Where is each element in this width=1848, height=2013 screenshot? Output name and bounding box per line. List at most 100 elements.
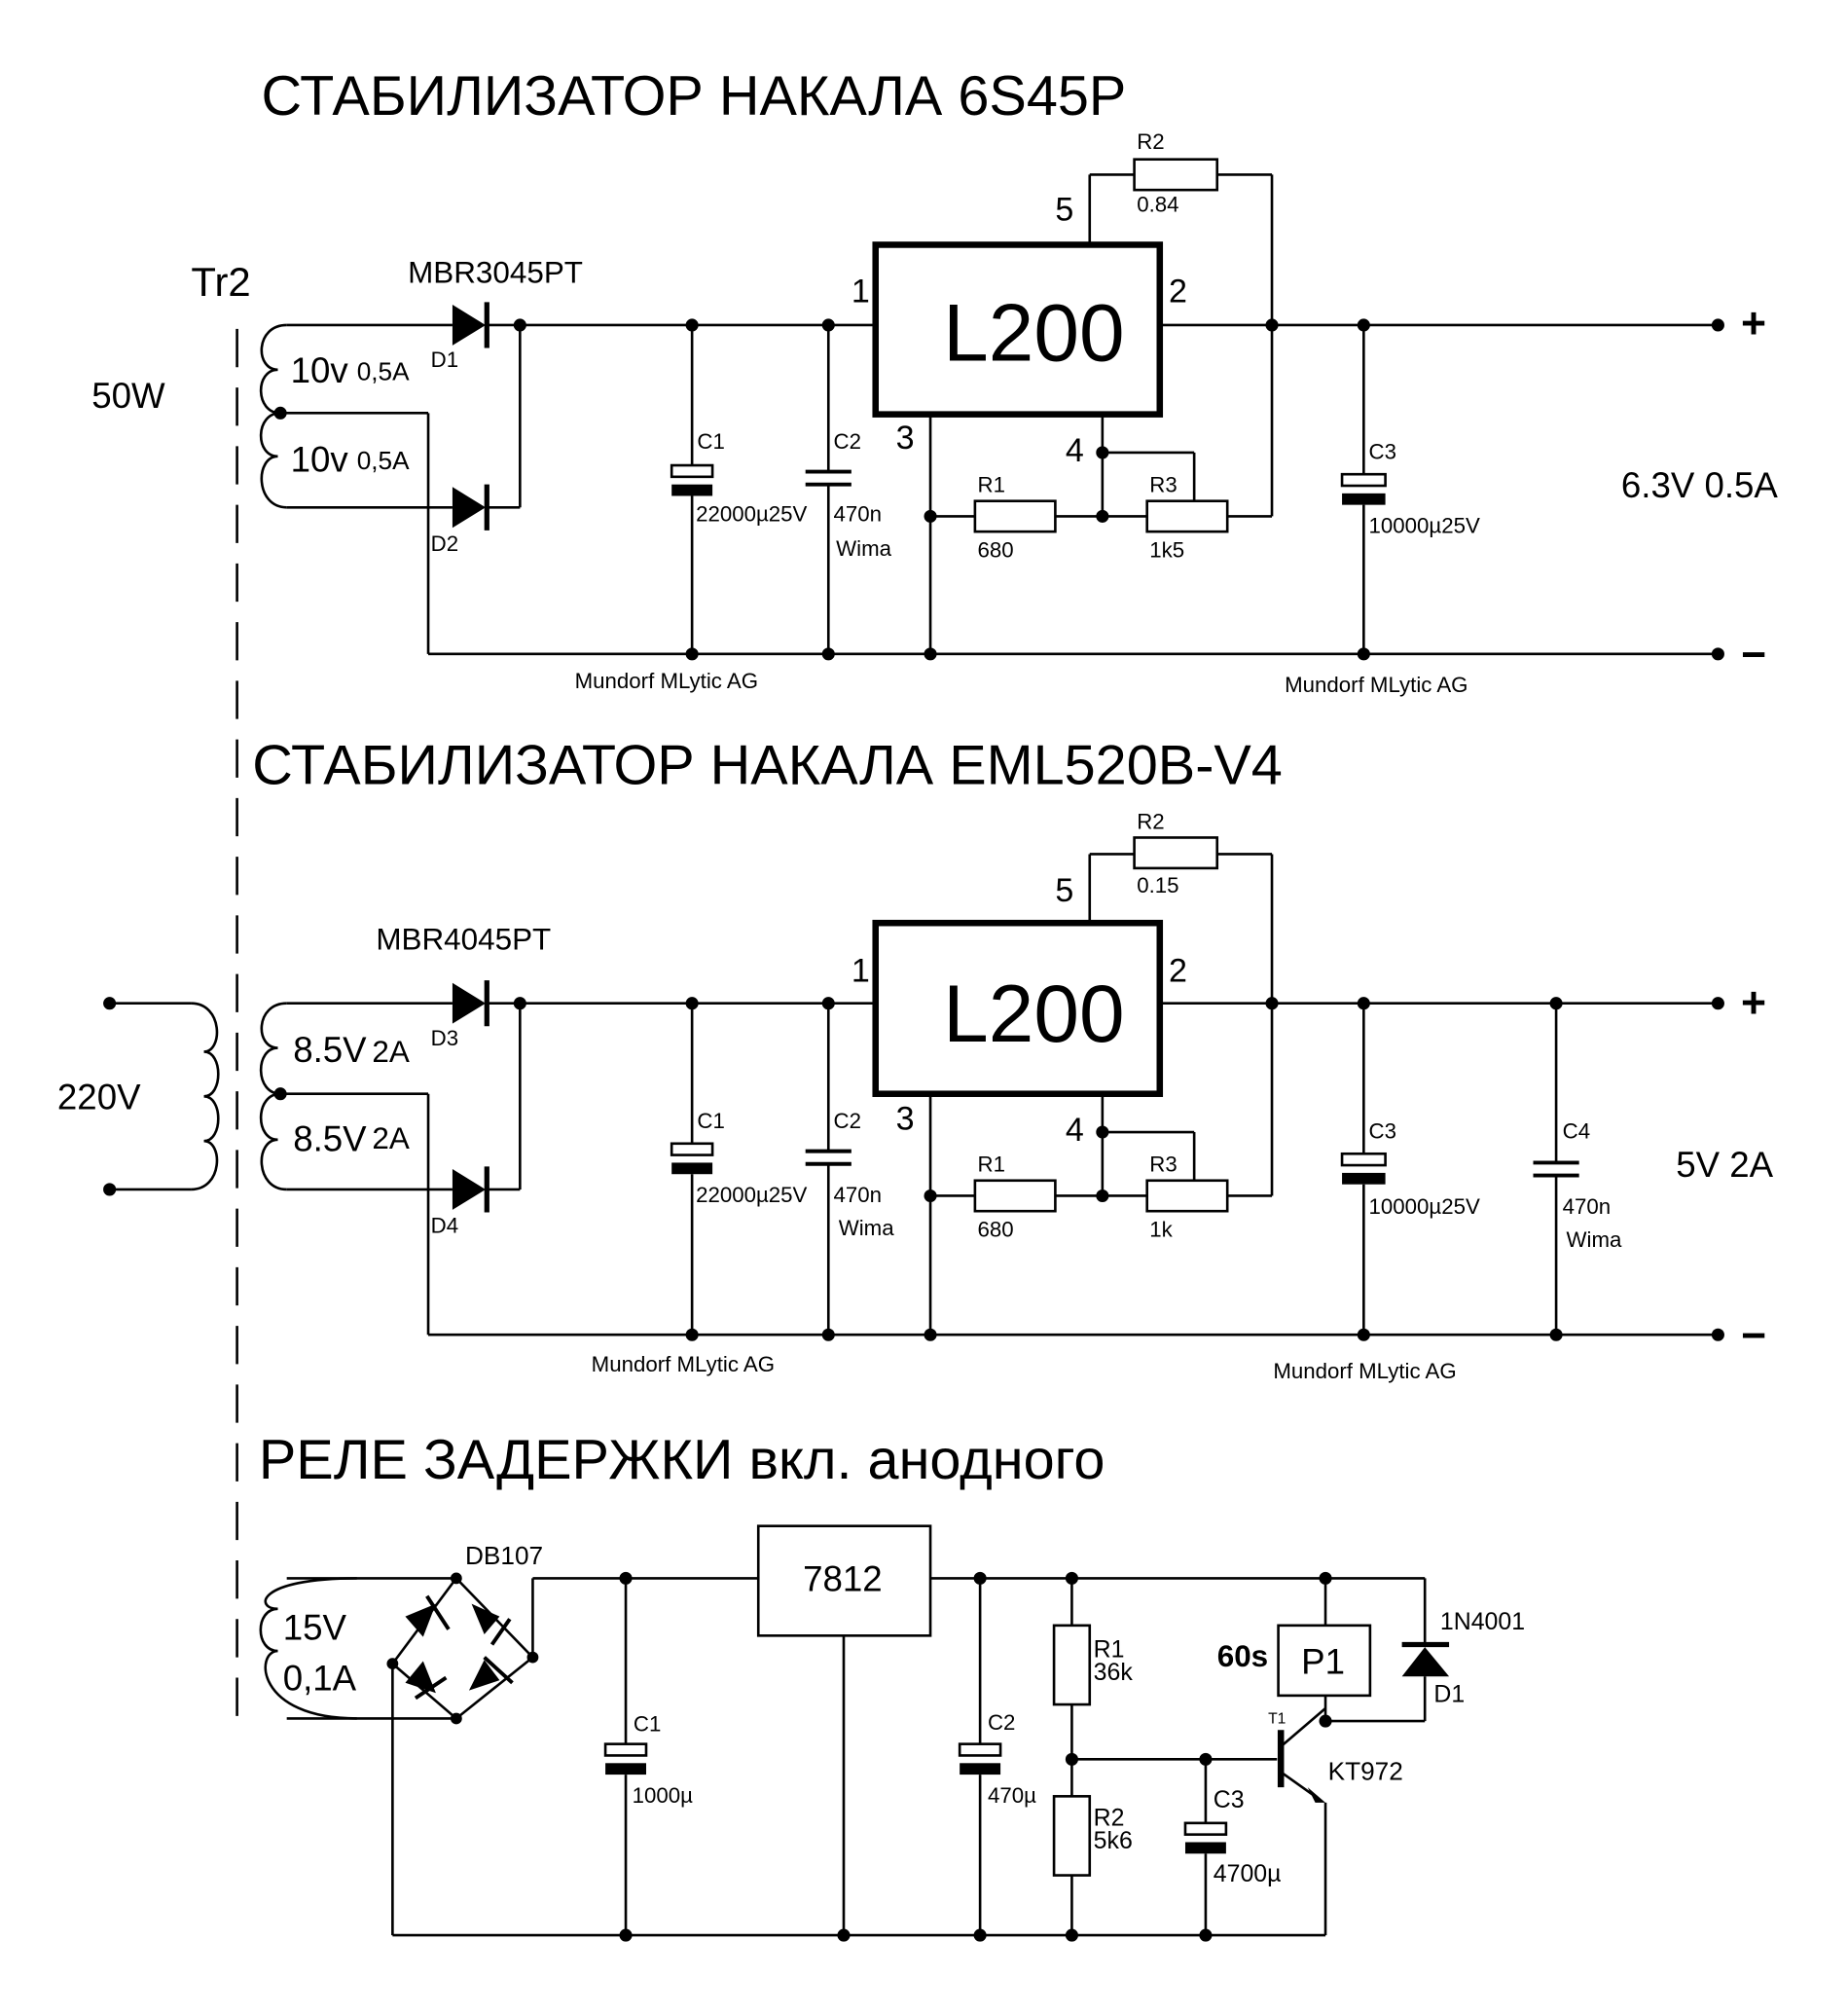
c1-ref: C1 [634,1712,661,1737]
section-3: РЕЛЕ ЗАДЕРЖКИ вкл. анодного 15V 0,1A DB1… [259,1429,1525,1942]
mains-label: 220V [57,1077,141,1116]
junction-dots [386,1571,1332,1942]
pin-4: 4 [1066,432,1084,469]
power-label: 50W [91,376,165,416]
winding-bottom-voltage: 8.5V [293,1119,367,1159]
output-rating: 5V 2A [1676,1145,1773,1185]
l200-label: L200 [943,968,1124,1059]
d1-part: 1N4001 [1440,1608,1525,1635]
d2-label: D2 [431,531,458,556]
junction-dots [103,997,1724,1341]
r2-ref: R2 [1137,809,1164,833]
r1-ref: R1 [978,1153,1005,1177]
r3-ref: R3 [1149,473,1177,497]
r2-value: 5k6 [1094,1827,1133,1854]
d3-label: D3 [431,1026,458,1050]
diode-d3-icon [453,980,487,1026]
relay-ref: P1 [1301,1642,1345,1682]
winding-top-voltage: 10v [291,350,349,390]
pin-3: 3 [896,420,915,457]
section-1-title: СТАБИЛИЗАТОР НАКАЛА 6S45P [261,65,1126,128]
c2-ref: C2 [834,1109,861,1133]
c4-ref: C4 [1563,1119,1590,1144]
c2-ref: C2 [988,1710,1015,1735]
bridge-rectifier-outline [390,1576,535,1721]
transformer-label: Tr2 [191,259,250,305]
primary-coil-icon [191,1002,220,1191]
winding-top-voltage: 8.5V [293,1030,367,1070]
c1-ref: C1 [697,1109,724,1133]
r3-value: 1k5 [1149,537,1184,562]
winding-voltage: 15V [283,1607,347,1647]
relay-delay: 60s [1217,1639,1268,1673]
c1-value: 1000µ [633,1783,693,1808]
note-right: Mundorf MLytic AG [1273,1359,1456,1383]
diode-d2-icon [453,485,487,531]
relay-p1 [1277,1624,1372,1698]
note-left: Mundorf MLytic AG [575,669,758,693]
diode-part-label: MBR3045PT [408,256,583,290]
pin-4: 4 [1066,1112,1084,1149]
c3-ref: C3 [1214,1786,1245,1813]
junction-dots [273,318,1724,661]
l200-label: L200 [943,287,1124,379]
c3-ref: C3 [1369,439,1396,463]
r1-value: 36k [1094,1659,1134,1686]
output-minus: − [1741,632,1766,679]
winding-bottom-current: 2A [372,1121,409,1155]
c4-brand: Wima [1567,1227,1622,1252]
r2-ref: R2 [1137,129,1164,154]
l200-regulator [872,919,1164,1097]
r3-value: 1k [1149,1217,1173,1241]
c2-value: 470n [834,502,882,527]
section-2: СТАБИЛИЗАТОР НАКАЛА EML520B-V4 220V MBR4… [57,734,1774,1382]
diode-d4-icon [453,1166,487,1212]
c2-value: 470µ [988,1783,1036,1808]
pin-2: 2 [1169,952,1187,989]
r2-ref: R2 [1094,1804,1125,1831]
winding-top-current: 2A [372,1035,409,1069]
r1-ref: R1 [1094,1636,1125,1664]
pin-5: 5 [1055,192,1073,229]
note-left: Mundorf MLytic AG [592,1352,775,1376]
c1-value: 22000µ25V [696,502,807,527]
regulator-label: 7812 [803,1558,883,1598]
r2-value: 0.15 [1137,873,1178,897]
winding-top-current: 0,5A [357,356,410,385]
pin-3: 3 [896,1100,915,1137]
c2-value: 470n [834,1183,882,1207]
c3-value: 10000µ25V [1369,1194,1480,1219]
r1-ref: R1 [978,473,1005,497]
note-right: Mundorf MLytic AG [1285,673,1468,697]
7812-regulator [756,1524,932,1637]
l200-regulator [872,241,1164,418]
winding-bottom-voltage: 10v [291,440,349,480]
pin-2: 2 [1169,273,1187,310]
output-minus: − [1741,1312,1766,1360]
t1-part: KT972 [1328,1756,1403,1785]
c3-value: 10000µ25V [1369,513,1480,537]
c2-brand: Wima [836,536,891,561]
t1-ref: T1 [1268,1711,1286,1728]
c2-ref: C2 [834,429,861,454]
c4-value: 470n [1563,1194,1611,1219]
c3-value: 4700µ [1214,1860,1282,1887]
c2-brand: Wima [839,1216,894,1240]
r1-value: 680 [978,537,1014,562]
output-rating: 6.3V 0.5A [1621,465,1779,505]
diode-d1-icon [453,302,487,348]
bridge-label: DB107 [465,1541,543,1570]
bridge-diode-icons [405,1594,514,1701]
c3-ref: C3 [1369,1119,1396,1144]
output-plus: + [1741,300,1766,348]
d4-label: D4 [431,1213,458,1237]
d1-ref: D1 [1433,1680,1465,1707]
diode-part-label: MBR4045PT [376,923,551,957]
winding-bottom-current: 0,5A [357,446,410,475]
c1-value: 22000µ25V [696,1183,807,1207]
pin-1: 1 [852,952,870,989]
section-2-title: СТАБИЛИЗАТОР НАКАЛА EML520B-V4 [252,734,1283,796]
r3-ref: R3 [1149,1153,1177,1177]
d1-label: D1 [431,348,458,372]
